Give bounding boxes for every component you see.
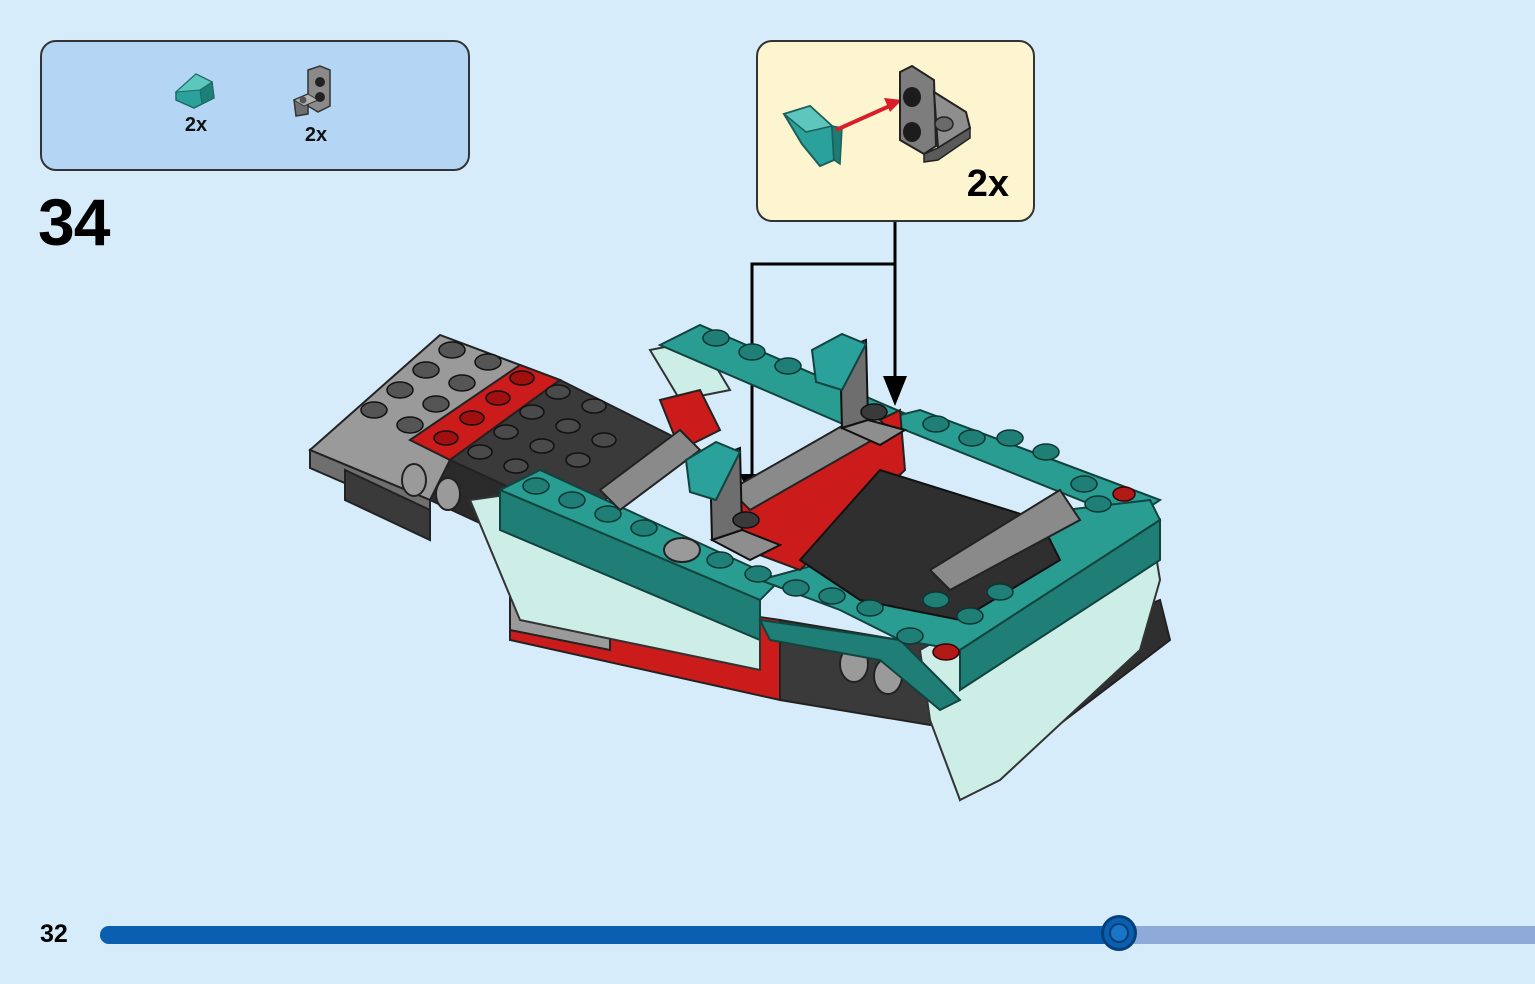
- part-quantity: 2x: [304, 124, 328, 146]
- black-studs: [467, 384, 617, 474]
- callout-quantity: 2x: [966, 163, 1009, 205]
- parts-list-item: 2x: [166, 64, 226, 137]
- grey-bracket-plate-icon: [292, 65, 331, 117]
- target-stud: [860, 403, 888, 421]
- grey-bracket-plate-icon: [899, 64, 972, 163]
- subassembly-callout: 2x: [756, 40, 1035, 222]
- tail-light: [1112, 486, 1136, 502]
- round-grey-stud: [663, 537, 701, 563]
- teal-studs: [522, 329, 1112, 645]
- target-stud: [732, 511, 760, 529]
- red-studs: [433, 370, 535, 446]
- progress-knob: [1100, 915, 1137, 951]
- pointer-arrowhead: [883, 376, 907, 406]
- page-number: 32: [40, 920, 68, 948]
- teal-slope-brick-icon: [684, 332, 868, 502]
- parts-list-item: 2x: [286, 64, 346, 147]
- callout-pointer-lines: [750, 222, 897, 486]
- step-number: 34: [38, 185, 110, 259]
- rear-studs: [360, 341, 502, 434]
- teal-slope-brick-icon: [174, 73, 215, 109]
- parts-list-box: 2x 2x: [40, 40, 470, 171]
- black-floor: [798, 468, 1062, 622]
- attach-arrow: [835, 102, 895, 132]
- progress-fill: [100, 926, 1119, 944]
- tail-light: [932, 643, 960, 661]
- subassembly-illustration: [782, 64, 972, 168]
- teal-slope-brick-icon: [782, 104, 843, 168]
- part-quantity: 2x: [184, 114, 208, 136]
- progress-bar: [100, 915, 1535, 951]
- arrow-head: [884, 98, 902, 112]
